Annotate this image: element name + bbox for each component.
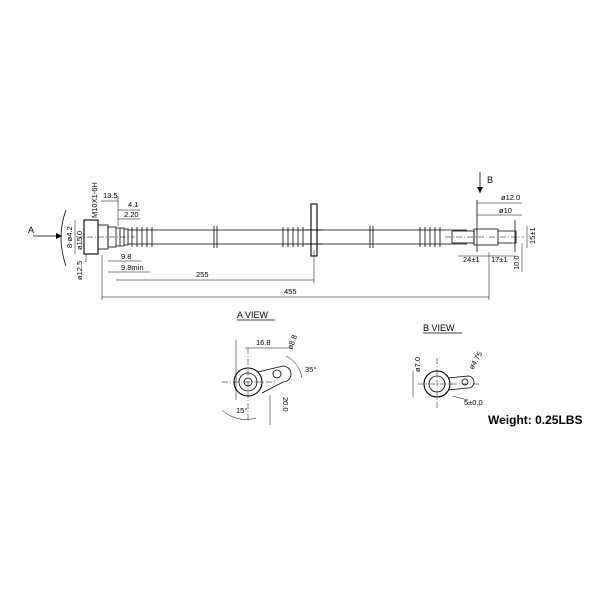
view-b-arrow-label: B [487, 175, 493, 185]
dim-10-0: 10.0 [512, 255, 521, 270]
dim-9-8: 9.8 [121, 252, 131, 261]
a-view-16-8: 16.8 [256, 338, 271, 347]
main-dimensions: M10X1-6H 8-ø4.2 ø15.0 ø12.5 13.5 4.1 2.2… [65, 182, 537, 300]
dim-455: 455 [284, 287, 297, 296]
a-view-20: 20.0 [281, 397, 290, 412]
b-view-radius: 5±0.0 [464, 398, 483, 407]
dim-9-8-min: 9.8min [121, 263, 144, 272]
dim-d10: ø10 [499, 206, 512, 215]
dim-4-1: 4.1 [128, 200, 138, 209]
a-view-15: 15° [236, 406, 247, 415]
dim-17: 17±1 [491, 255, 508, 264]
a-view-35: 35° [305, 365, 316, 374]
hose-assembly: A [28, 172, 524, 267]
dim-d12-0: ø12.0 [501, 193, 520, 202]
b-view-4-75: ø4.75 [467, 350, 484, 371]
b-view: B VIEW ø7.0 ø4.75 5±0.0 [412, 323, 484, 410]
dim-thread: M10X1-6H [90, 182, 99, 218]
weight-label: Weight: 0.25LBS [488, 413, 583, 427]
dim-8-hole: 8-ø4.2 [65, 226, 74, 248]
dim-15: 15±1 [528, 227, 537, 244]
dim-13-5: 13.5 [103, 191, 118, 200]
dim-d12-5: ø12.5 [75, 261, 84, 280]
right-fitting [445, 200, 524, 252]
left-fitting [60, 209, 135, 267]
view-a-arrow-label: A [28, 225, 34, 235]
dim-d15: ø15.0 [75, 231, 84, 250]
dim-24: 24±1 [463, 255, 480, 264]
b-view-title: B VIEW [423, 323, 455, 333]
dim-2-20: 2.20 [124, 210, 139, 219]
view-b-arrow: B [477, 172, 493, 193]
a-view: A VIEW 16.8 ø8.8 35° 15° 20.0 [221, 310, 316, 425]
a-view-title: A VIEW [237, 310, 269, 320]
hose-body [128, 203, 467, 257]
view-a-arrow: A [28, 225, 62, 239]
a-view-8-8: ø8.8 [285, 333, 299, 350]
dim-255: 255 [196, 270, 209, 279]
b-view-7: ø7.0 [413, 357, 422, 372]
